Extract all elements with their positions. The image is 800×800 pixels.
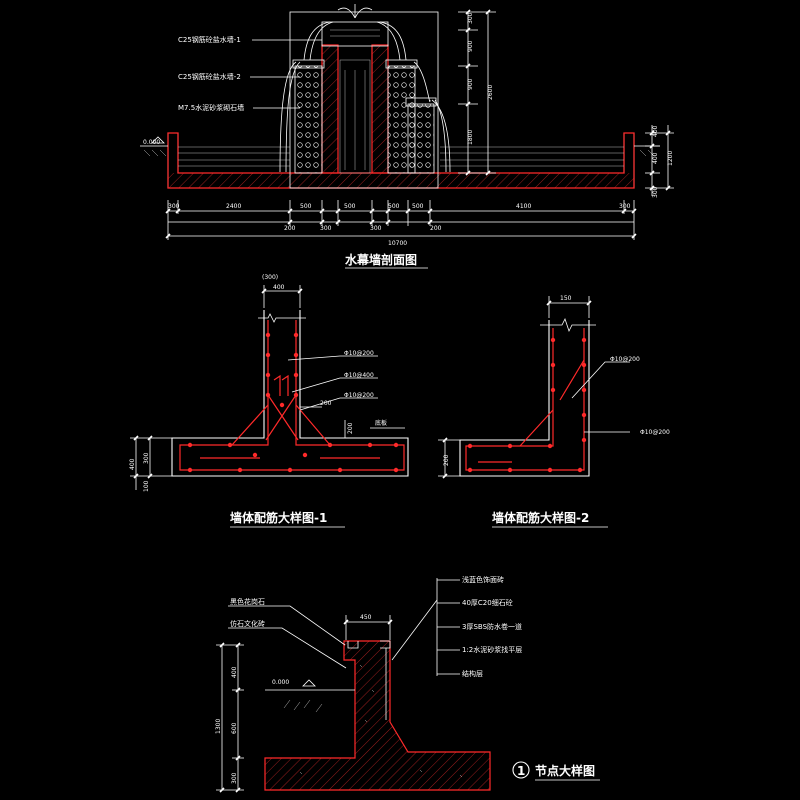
section-view: C25钢筋砼盐水墙-1 C25钢筋砼盐水墙-2 M7.5水泥砂浆砌石墙 0.00… <box>140 4 674 269</box>
dim-right-2: 900 <box>467 78 474 90</box>
node-left-label-0: 黑色花岗石 <box>230 597 265 606</box>
dim-right-3: 1800 <box>467 130 474 145</box>
detail1-title: 墙体配筋大样图-1 <box>230 510 327 525</box>
label-wall-1: C25钢筋砼盐水墙-1 <box>178 35 241 44</box>
dim-mid-2: 300 <box>370 225 382 232</box>
detail1-rebar-2: Φ10@200 <box>344 392 374 399</box>
dim-bottom-3: 500 <box>344 203 356 210</box>
node-left-dim-0: 1300 <box>215 719 222 734</box>
detail1-dim-200b: 200 <box>347 422 354 434</box>
dim-bottom-6: 4100 <box>516 203 531 210</box>
detail1-dim-200a: 200 <box>320 400 332 407</box>
detail1-width: 400 <box>273 284 285 291</box>
node-left-dim-2: 600 <box>231 722 238 734</box>
dim-bottom-7: 300 <box>619 203 631 210</box>
node-level: 0.000 <box>272 679 289 686</box>
detail2-rebar-0: Φ10@200 <box>610 356 640 363</box>
detail2-left-dim: 200 <box>443 454 450 466</box>
dim-bottom-4: 500 <box>388 203 400 210</box>
dim-right-8: 300 <box>652 186 659 198</box>
detail1-rebar-1: Φ10@400 <box>344 372 374 379</box>
level-mark: 0.000 <box>143 139 160 146</box>
dim-right-4: 2600 <box>487 85 494 100</box>
node-layer-2: 3厚SBS防水卷一道 <box>462 622 522 631</box>
dim-bottom-5: 500 <box>412 203 424 210</box>
dim-right-5: 400 <box>652 125 659 137</box>
dim-total: 10700 <box>388 240 407 247</box>
dim-right-0: 300 <box>467 12 474 24</box>
detail1-left-dim-1: 300 <box>143 452 150 464</box>
dim-bottom-0: 300 <box>168 203 180 210</box>
node-layer-3: 1:2水泥砂浆找平层 <box>462 645 522 654</box>
rebar-detail-1: (300) 400 Φ10@200 Φ10@400 Φ10@200 200 20… <box>129 274 409 528</box>
node-title: 节点大样图 <box>535 763 595 778</box>
label-wall-2: C25钢筋砼盐水墙-2 <box>178 72 241 81</box>
dim-mid-0: 200 <box>284 225 296 232</box>
dim-mid-1: 300 <box>320 225 332 232</box>
detail1-top-note: (300) <box>262 274 278 281</box>
node-detail: 0.000 450 黑色花岗石 仿石文化砖 浅蓝色饰面砖 40厚C20细石砼 3… <box>215 575 600 793</box>
node-layer-4: 结构层 <box>462 669 483 678</box>
node-left-dim-3: 300 <box>231 772 238 784</box>
dim-bottom-2: 500 <box>300 203 312 210</box>
detail1-rebar-0: Φ10@200 <box>344 350 374 357</box>
dim-mid-3: 200 <box>430 225 442 232</box>
dim-right-7: 1200 <box>667 151 674 166</box>
rebar-detail-2: 150 Φ10@200 Φ10@200 200 墙体配筋大样图-2 <box>438 295 670 528</box>
detail2-rebar-1: Φ10@200 <box>640 429 670 436</box>
detail1-slab: 底板 <box>375 419 387 427</box>
dim-bottom-1: 2400 <box>226 203 241 210</box>
dim-right-1: 900 <box>467 40 474 52</box>
section-title: 水幕墙剖面图 <box>345 252 417 267</box>
node-layer-0: 浅蓝色饰面砖 <box>462 575 504 584</box>
dim-right-6: 400 <box>652 152 659 164</box>
node-layer-1: 40厚C20细石砼 <box>462 598 513 607</box>
detail2-title: 墙体配筋大样图-2 <box>492 510 589 525</box>
node-left-dim-1: 400 <box>231 666 238 678</box>
node-left-label-1: 仿石文化砖 <box>230 619 265 628</box>
detail1-left-dim-0: 400 <box>129 458 136 470</box>
label-stone-wall: M7.5水泥砂浆砌石墙 <box>178 103 244 112</box>
detail1-left-dim-2: 100 <box>143 480 150 492</box>
node-number: 1 <box>517 764 525 778</box>
node-width: 450 <box>360 614 372 621</box>
detail2-width: 150 <box>560 295 572 302</box>
